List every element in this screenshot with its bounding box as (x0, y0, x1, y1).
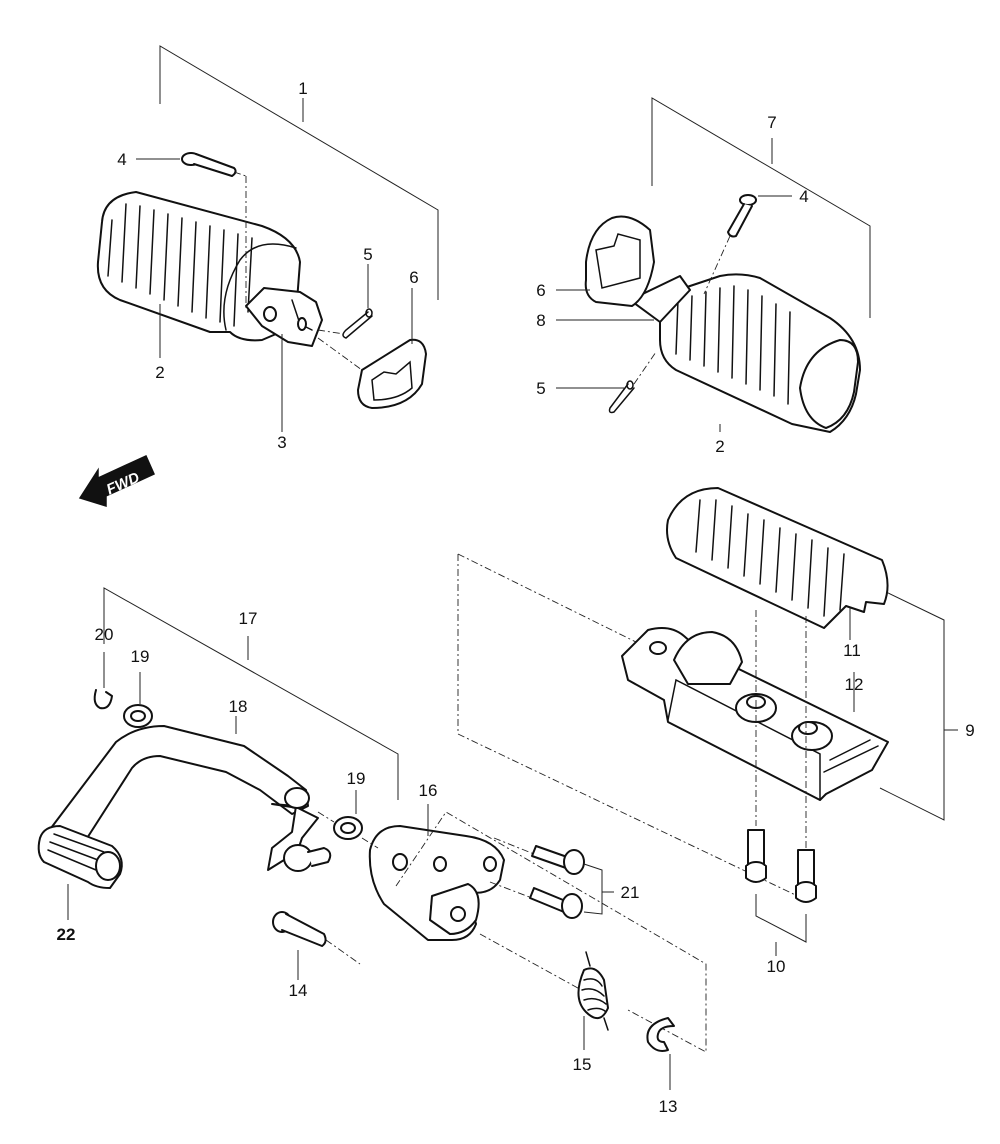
callout-2-left: 2 (155, 363, 164, 382)
callout-7: 7 (767, 113, 776, 132)
circlip-13 (646, 1017, 675, 1090)
callout-5-left: 5 (363, 245, 372, 264)
callout-21: 21 (621, 883, 640, 902)
right-cotter-pin-5 (608, 351, 657, 414)
assembly-17-bracket (103, 587, 399, 800)
right-footrest-bracket-8 (629, 275, 691, 323)
assembly-9-bracket (457, 553, 958, 901)
callout-6-right: 6 (536, 281, 545, 300)
bolts-21 (489, 837, 614, 919)
right-pin-4 (703, 194, 757, 295)
callout-17: 17 (239, 609, 258, 628)
assembly-1-bracket (159, 45, 439, 300)
callout-22: 22 (57, 925, 76, 944)
callout-4-right: 4 (799, 187, 808, 206)
callout-14: 14 (289, 981, 308, 1000)
callout-2-right: 2 (715, 437, 724, 456)
callout-9: 9 (965, 721, 974, 740)
callout-16: 16 (419, 781, 438, 800)
callout-4-left: 4 (117, 150, 126, 169)
callout-20: 20 (95, 625, 114, 644)
right-plate-6 (584, 215, 655, 307)
callout-19-left: 19 (131, 647, 150, 666)
left-footrest-ribs (107, 203, 253, 327)
spring-15 (577, 951, 609, 1050)
callout-5-right: 5 (536, 379, 545, 398)
assembly-7-bracket (651, 97, 871, 318)
callout-15: 15 (573, 1055, 592, 1074)
callout-12: 12 (845, 675, 864, 694)
right-footrest-ribs (675, 285, 791, 405)
pivot-plate-16 (361, 804, 505, 941)
pin-14 (272, 911, 361, 980)
washer-19-right (317, 790, 363, 840)
passenger-footrest-bracket-12 (621, 627, 889, 801)
callout-6-left: 6 (409, 268, 418, 287)
fwd-arrow: FWD (78, 455, 155, 508)
callout-3: 3 (277, 433, 286, 452)
washer-19-left (123, 672, 153, 728)
callout-8: 8 (536, 311, 545, 330)
callouts: 1 4 5 6 2 3 7 4 6 8 5 2 11 12 9 10 17 20… (57, 79, 975, 1116)
callout-19-right: 19 (347, 769, 366, 788)
left-cotter-pin-5 (317, 308, 373, 339)
passenger-bolts-10 (745, 610, 817, 943)
pedal-rubber-22 (37, 825, 123, 920)
right-footrest-rubber (659, 273, 861, 433)
callout-1: 1 (298, 79, 307, 98)
left-pin-4 (181, 152, 247, 310)
callout-18: 18 (229, 697, 248, 716)
circlip-20 (93, 652, 113, 710)
pivot-dash-frame (395, 811, 707, 1053)
callout-10: 10 (767, 957, 786, 976)
leader-lines (136, 158, 855, 956)
brake-pedal-arm-18 (47, 716, 332, 872)
left-plate-6 (317, 337, 427, 409)
passenger-footrest-rubber-11 (666, 487, 889, 629)
callout-11: 11 (843, 641, 861, 660)
callout-13: 13 (659, 1097, 678, 1116)
left-footrest-bracket-3 (245, 287, 323, 347)
